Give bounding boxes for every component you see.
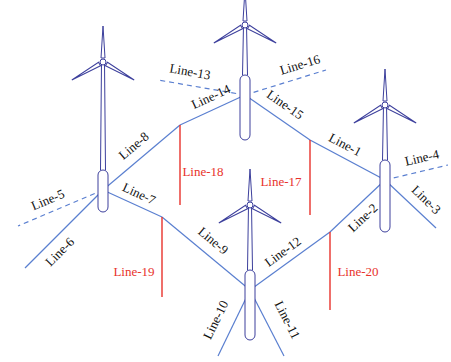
line-label: Line-17 xyxy=(260,175,301,189)
line-label: Line-18 xyxy=(182,165,223,179)
line-label: Line-5 xyxy=(29,187,66,213)
line-label: Line-15 xyxy=(264,87,306,122)
line-label: Line-8 xyxy=(116,129,152,162)
line-label: Line-2 xyxy=(346,201,381,235)
line-label: Line-3 xyxy=(409,183,444,217)
wind-turbines xyxy=(71,0,417,340)
line-label: Line-10 xyxy=(201,298,232,341)
line-label: Line-1 xyxy=(326,131,363,160)
line-label: Line-19 xyxy=(113,265,154,279)
line-label: Line-6 xyxy=(43,235,77,269)
mooring-lines xyxy=(18,70,448,356)
line-label: Line-12 xyxy=(262,234,304,270)
line-label: Line-9 xyxy=(195,224,231,257)
line-label: Line-4 xyxy=(404,147,441,168)
line-label: Line-20 xyxy=(337,265,378,279)
line-label: Line-13 xyxy=(169,62,212,83)
line-label: Line-7 xyxy=(120,180,157,207)
line-label: Line-11 xyxy=(272,299,303,342)
